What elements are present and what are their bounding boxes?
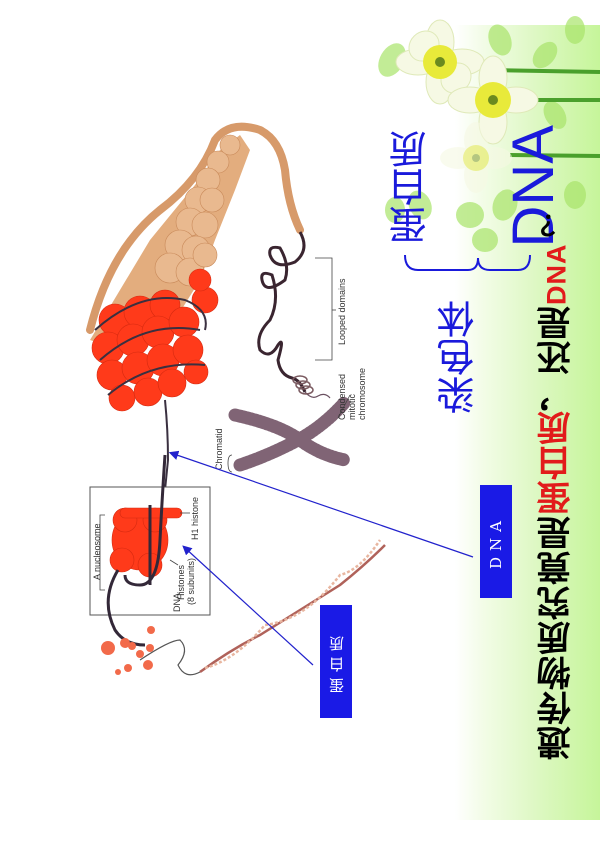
title-prefix: 遗传物质究竟是 (537, 515, 577, 760)
coil (292, 375, 314, 395)
label-chromosome: chromosome (357, 368, 367, 420)
label-histones: Histones (176, 564, 186, 600)
chromatin-fiber (86, 122, 304, 350)
title-protein: 蛋白质 (537, 410, 577, 515)
label-dna-small: DNA (172, 593, 182, 612)
loose-histones (101, 626, 155, 675)
figure-brackets (227, 257, 351, 473)
protein-tag-label: 蛋白质 (327, 630, 346, 693)
label-looped-domains: Looped domains (337, 278, 347, 345)
daffodil-2 (447, 55, 539, 145)
nucleosome (109, 507, 183, 578)
protein-tag: 蛋白质 (320, 605, 352, 718)
protein-component-label: 蛋白质 (389, 130, 433, 244)
chromosome-label: 染色体 (437, 300, 481, 414)
mitotic-chromosome (228, 395, 352, 472)
label-subunits: (8 subunits) (186, 558, 196, 605)
nucleosome-brackets (99, 512, 190, 591)
looped-domains (257, 231, 307, 393)
histone-cluster (91, 268, 219, 412)
label-mitotic: mitotic (347, 393, 357, 420)
label-nucleosome: A nucleosome (92, 523, 102, 580)
label-h1-histone: H1 histone (190, 497, 200, 540)
title-question-mark: ？ (541, 209, 572, 238)
dna-pointer-arrow (168, 450, 474, 558)
label-chromatid: Chromatid (214, 428, 224, 470)
daffodil-1 (395, 19, 485, 105)
protein-pointer-arrow (182, 545, 314, 666)
dna-tag: DNA (480, 485, 512, 598)
dna-tag-label: DNA (487, 514, 505, 569)
title-comma: ，还是 (537, 305, 577, 410)
double-helix (199, 539, 386, 674)
label-condensed: Condensed (337, 374, 347, 420)
title-dna: DNA (541, 243, 572, 306)
daffodil-3 (440, 122, 512, 193)
